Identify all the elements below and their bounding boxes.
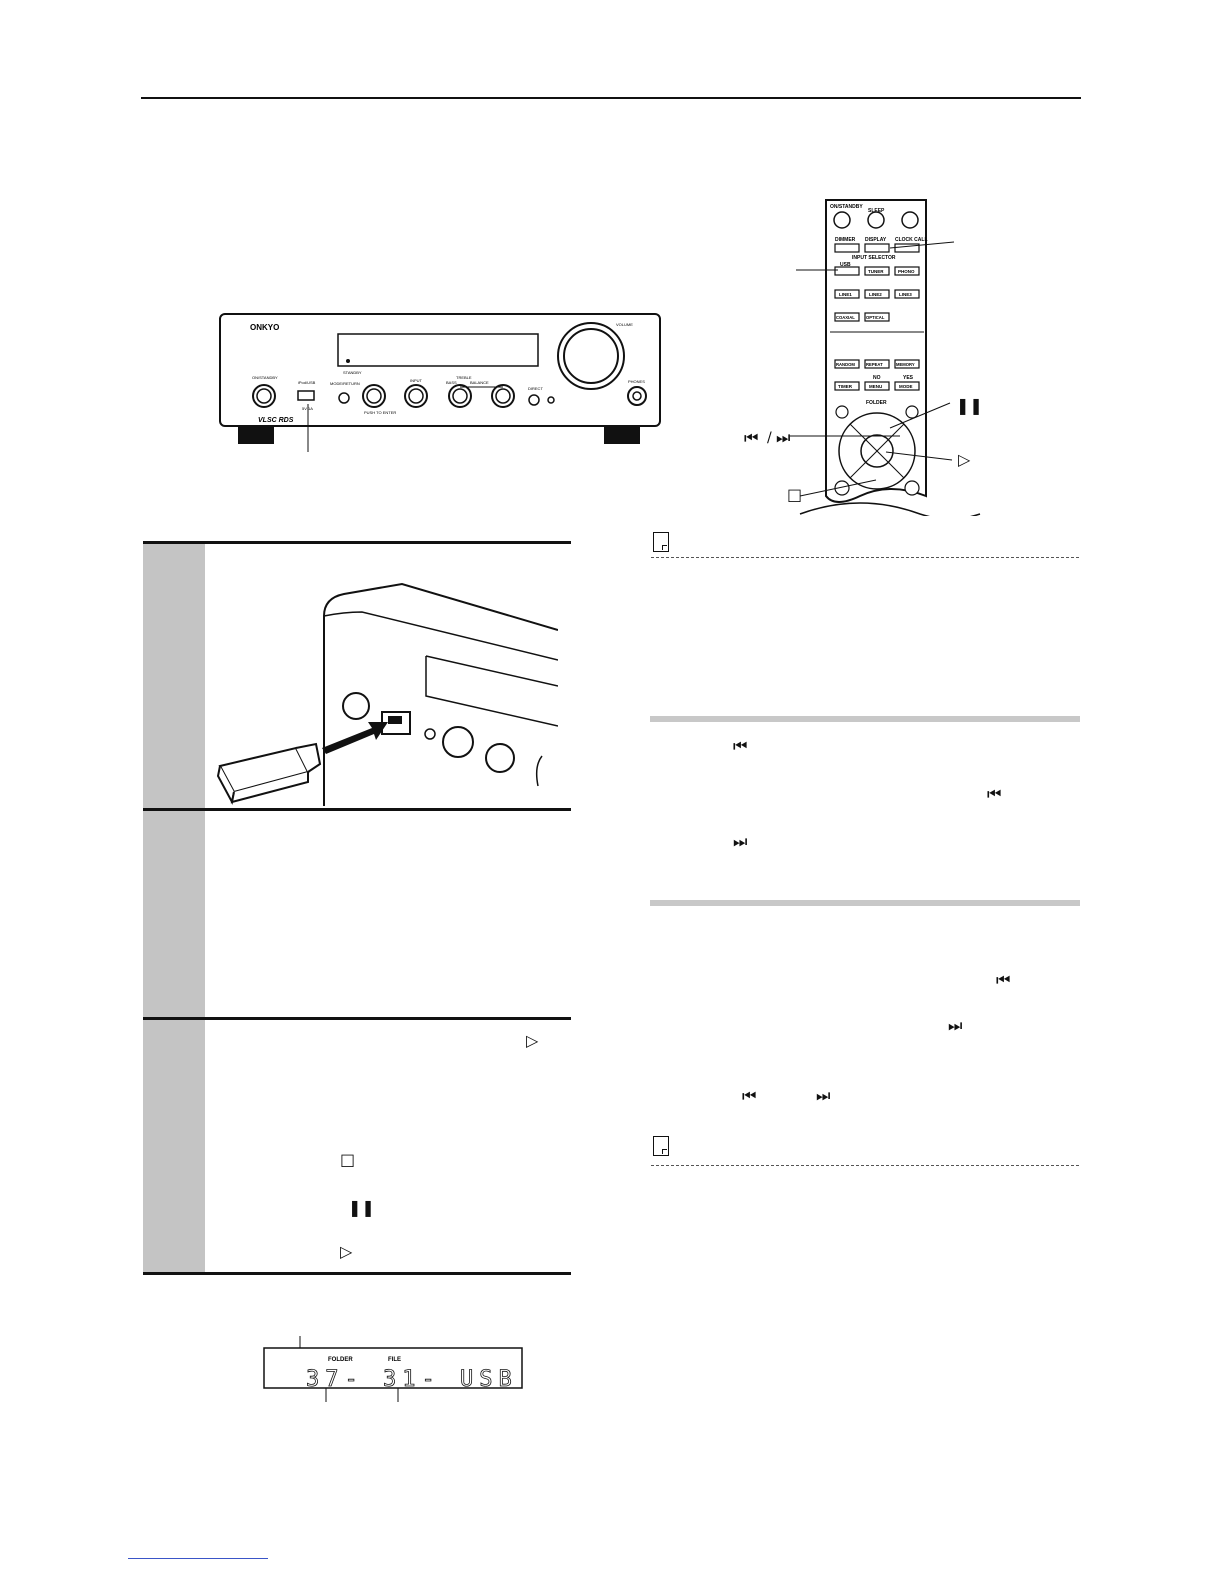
step-1-tab [143, 544, 205, 811]
front-panel-illustration: ONKYO STANDBY VOLUME ON/STANDBY iPod/USB… [219, 313, 661, 452]
svg-text:BALANCE: BALANCE [470, 380, 489, 385]
svg-text:TREBLE: TREBLE [456, 375, 472, 380]
section-bar-2 [650, 900, 1080, 906]
remote-prev-label: ⏮ [744, 428, 759, 447]
svg-text:DISPLAY: DISPLAY [865, 237, 887, 243]
svg-text:TUNER: TUNER [868, 269, 884, 274]
svg-text:VOLUME: VOLUME [616, 322, 633, 327]
brand-logo: ONKYO [250, 323, 279, 332]
step-3-tab [143, 1020, 205, 1272]
step-2-tab [143, 811, 205, 1020]
remote-pause-label: ❚❚ [956, 396, 983, 415]
section1-prev-icon-2: ⏮ [987, 784, 1002, 803]
svg-text:REPEAT: REPEAT [866, 362, 883, 367]
section2-prev-icon-2: ⏮ [742, 1086, 757, 1105]
header-rule [141, 97, 1081, 99]
display-file-label: FILE [388, 1357, 401, 1363]
svg-text:NO: NO [873, 375, 881, 381]
svg-text:VLSC RDS: VLSC RDS [258, 417, 294, 424]
note-divider [651, 557, 1079, 558]
usb-insert-illustration [216, 582, 558, 806]
svg-text:YES: YES [903, 375, 914, 381]
remote-play-label: ▷ [958, 450, 971, 469]
svg-text:COAXIAL: COAXIAL [836, 315, 855, 320]
section2-next-icon-2: ⏭ [816, 1086, 831, 1105]
svg-text:MEMORY: MEMORY [896, 362, 915, 367]
svg-text:INPUT SELECTOR: INPUT SELECTOR [852, 255, 896, 261]
remote-slash: / [767, 430, 772, 446]
display-panel-illustration: FOLDER FILE 37- 31- USB [263, 1336, 523, 1402]
svg-text:ON/STANDBY: ON/STANDBY [830, 204, 863, 210]
remote-control-illustration: ON/STANDBY SLEEP DIMMER DISPLAY CLOCK CA… [790, 199, 981, 516]
remote-next-label: ⏭ [776, 428, 791, 447]
svg-text:iPod/USB: iPod/USB [298, 380, 316, 385]
step3-play-icon: ▷ [526, 1031, 539, 1050]
section1-next-icon: ⏭ [733, 832, 748, 851]
step3-pause-icon: ❚❚ [348, 1198, 375, 1217]
svg-text:MENU: MENU [869, 384, 882, 389]
svg-text:RANDOM: RANDOM [836, 362, 855, 367]
display-folder-label: FOLDER [328, 1357, 353, 1363]
svg-text:ON/STANDBY: ON/STANDBY [252, 375, 278, 380]
svg-text:PHONO: PHONO [898, 269, 915, 274]
svg-text:DIMMER: DIMMER [835, 237, 856, 243]
step-2 [143, 808, 571, 1020]
svg-text:STANDBY: STANDBY [343, 370, 362, 375]
svg-text:MODE/RETURN: MODE/RETURN [330, 381, 360, 386]
svg-text:OPTICAL: OPTICAL [866, 315, 885, 320]
svg-text:CLOCK CALL: CLOCK CALL [895, 237, 928, 243]
section1-prev-icon: ⏮ [733, 736, 748, 755]
svg-text:SLEEP: SLEEP [868, 208, 885, 214]
note-icon [653, 532, 669, 552]
step-3 [143, 1017, 571, 1275]
svg-text:USB: USB [840, 262, 851, 268]
svg-text:PHONES: PHONES [628, 379, 645, 384]
svg-text:MODE: MODE [899, 384, 913, 389]
svg-text:DIRECT: DIRECT [528, 386, 543, 391]
svg-text:TIMER: TIMER [838, 384, 853, 389]
svg-text:INPUT: INPUT [410, 378, 423, 383]
display-segment-text: 37- 31- USB [306, 1367, 518, 1392]
svg-text:BASS: BASS [446, 380, 457, 385]
svg-text:FOLDER: FOLDER [866, 400, 887, 406]
section2-next-icon: ⏭ [948, 1016, 963, 1035]
svg-text:PUSH TO ENTER: PUSH TO ENTER [364, 410, 396, 415]
note-divider-2 [651, 1165, 1079, 1166]
svg-text:LINE2: LINE2 [869, 292, 882, 297]
svg-text:LINE3: LINE3 [899, 292, 912, 297]
svg-text:LINE1: LINE1 [839, 292, 852, 297]
step-1 [143, 541, 571, 811]
step3-play-icon-2: ▷ [340, 1242, 353, 1261]
remote-stop-label: □ [787, 485, 803, 504]
footer-link-underline [128, 1558, 268, 1559]
note-icon-2 [653, 1136, 669, 1156]
section2-prev-icon: ⏮ [996, 970, 1011, 989]
section-bar-1 [650, 716, 1080, 722]
step3-stop-icon: □ [340, 1150, 356, 1169]
